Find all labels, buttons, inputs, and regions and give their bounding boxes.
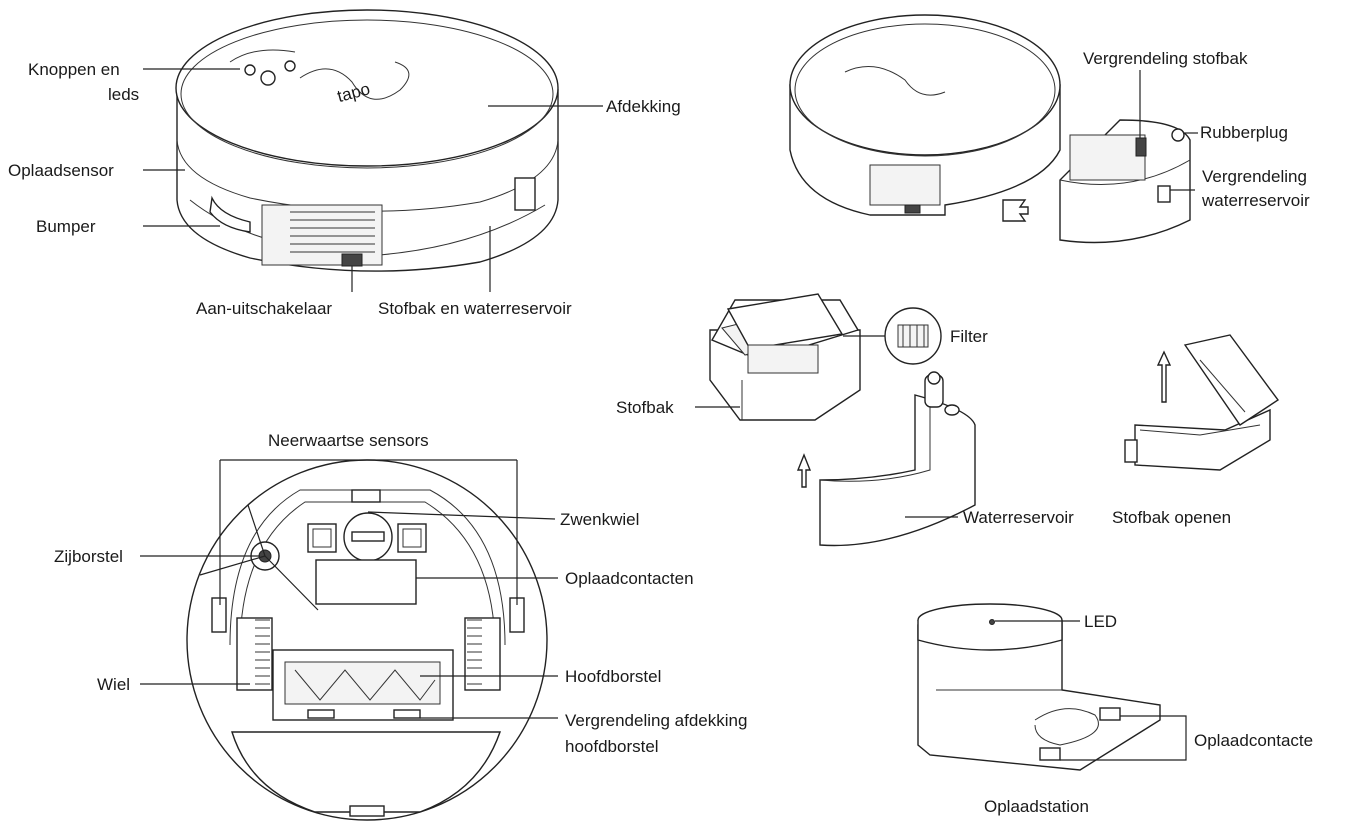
label-filter: Filter — [950, 327, 988, 346]
dock-led — [989, 619, 995, 625]
label-cliff-sensors: Neerwaartse sensors — [268, 431, 429, 450]
label-tank-lock-2: waterreservoir — [1201, 191, 1310, 210]
dock-charging-contact — [1099, 707, 1121, 721]
rubber-plug — [1171, 128, 1185, 142]
control-button[interactable] — [260, 70, 276, 86]
control-button[interactable] — [244, 64, 256, 76]
label-cover: Afdekking — [606, 97, 681, 116]
label-dustbin-tank: Stofbak en waterreservoir — [378, 299, 572, 318]
dock-charging-contact — [1039, 747, 1061, 761]
robot-dustbin-removed: Vergrendeling stofbak Rubberplug Vergren… — [789, 14, 1310, 244]
robot-top-view: tapo Knoppen en leds Afdekking Oplaadsen… — [8, 9, 681, 318]
label-dustbin: Stofbak — [616, 398, 674, 417]
label-water-tank: Waterreservoir — [963, 508, 1074, 527]
label-dustbin-lock: Vergrendeling stofbak — [1083, 49, 1248, 68]
label-buttons-leds-2: leds — [108, 85, 139, 104]
label-bumper: Bumper — [36, 217, 96, 236]
label-open-dustbin: Stofbak openen — [1112, 508, 1231, 527]
label-charging-contacts: Oplaadcontacten — [565, 569, 694, 588]
label-tank-lock: Vergrendeling — [1202, 167, 1307, 186]
label-charge-sensor: Oplaadsensor — [8, 161, 114, 180]
power-switch[interactable] — [341, 253, 363, 267]
label-wheel: Wiel — [97, 675, 130, 694]
label-rubber-plug: Rubberplug — [1200, 123, 1288, 142]
main-brush — [284, 661, 441, 705]
water-tank-lock[interactable] — [1157, 185, 1171, 203]
dustbin-lock[interactable] — [1135, 137, 1147, 157]
arrow-up-icon — [1156, 350, 1172, 403]
label-dock-contacts: Oplaadcontacte — [1194, 731, 1313, 750]
label-brush-cover-lock-2: hoofdborstel — [565, 737, 659, 756]
robot-bottom-view: Neerwaartse sensors Zwenkwiel Zijborstel… — [54, 431, 747, 821]
open-dustbin — [1124, 334, 1280, 471]
label-buttons-leds: Knoppen en — [28, 60, 120, 79]
label-power-switch: Aan-uitschakelaar — [196, 299, 332, 318]
right-wheel — [464, 617, 501, 691]
control-button[interactable] — [284, 60, 296, 72]
charging-contact — [397, 523, 427, 553]
charging-contact — [307, 523, 337, 553]
vent-grille — [290, 211, 375, 253]
label-dock: Oplaadstation — [984, 797, 1089, 816]
charging-dock: LED Oplaadcontacte Oplaadstation — [917, 603, 1313, 816]
brush-cover-lock[interactable] — [307, 709, 335, 719]
label-main-brush: Hoofdborstel — [565, 667, 661, 686]
arrow-right-icon — [1002, 199, 1029, 222]
brush-cover-lock[interactable] — [393, 709, 421, 719]
arrow-up-icon — [796, 453, 812, 488]
label-swivel-wheel: Zwenkwiel — [560, 510, 639, 529]
label-side-brush: Zijborstel — [54, 547, 123, 566]
label-brush-cover-lock: Vergrendeling afdekking — [565, 711, 747, 730]
label-led: LED — [1084, 612, 1117, 631]
left-wheel — [236, 617, 273, 691]
dustbin-water-tank: Filter Stofbak Waterreservoir Stofbak op… — [616, 293, 1231, 547]
